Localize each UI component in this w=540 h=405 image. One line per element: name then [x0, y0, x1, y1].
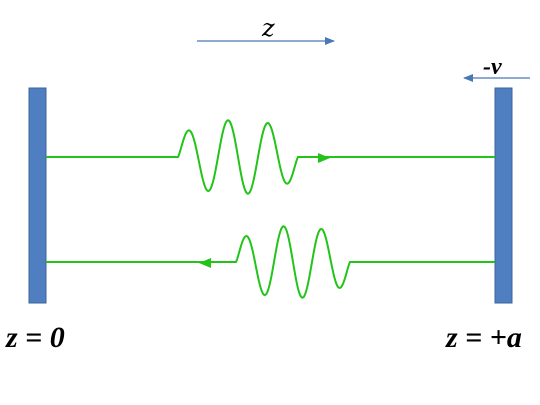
velocity-label: -v — [483, 54, 502, 80]
left-position-label: z = 0 — [5, 321, 65, 354]
reflected-wave-arrowhead — [199, 258, 211, 268]
forward-wave-arrowhead — [318, 153, 330, 163]
forward-wave-packet — [46, 119, 495, 195]
z-axis-label: z — [261, 14, 275, 42]
left-mirror — [28, 87, 47, 304]
right-position-label: z = +a — [445, 321, 522, 354]
reflected-wave-packet — [46, 225, 495, 299]
right-mirror — [494, 87, 513, 304]
